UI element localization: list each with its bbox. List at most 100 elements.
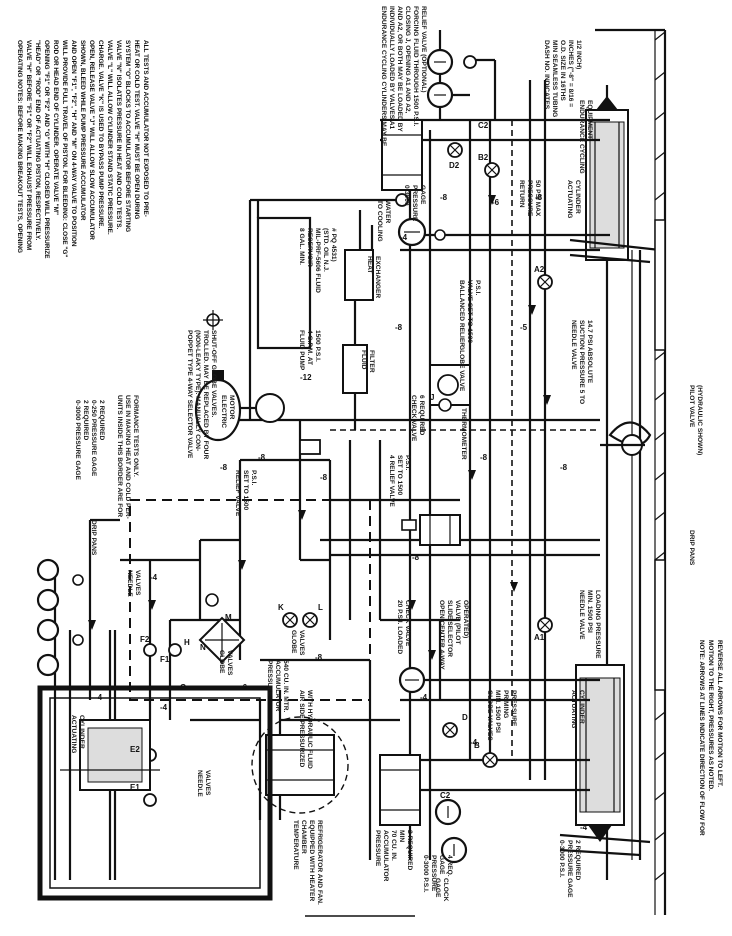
- dash-label-16: -12: [300, 373, 312, 382]
- operating-notes-line-15: ALL TESTS AND ACCUMULATOR NOT EXPOSED TO…: [142, 40, 149, 217]
- dash-label-20: -4: [580, 823, 588, 832]
- letter-b: B: [474, 741, 480, 750]
- svg-text:P.S.I.: P.S.I.: [250, 470, 257, 485]
- operating-notes-line-8: SHOWN, BLEED WHILE PUMP PRESSURE ACCUMUL…: [79, 40, 86, 221]
- svg-text:CYLINDER: CYLINDER: [578, 690, 585, 724]
- svg-text:14.7 PSI ABSOLUTE: 14.7 PSI ABSOLUTE: [586, 320, 593, 384]
- svg-text:VALVES: VALVES: [134, 570, 141, 596]
- fluid-filter-label: FLUID FILTER: [360, 350, 375, 373]
- pressure-accumulator-70-label: PRESSURE ACCUMULATOR 70 CU. IN. MIN 2 RE…: [374, 830, 413, 882]
- svg-text:SET TO 1500: SET TO 1500: [396, 455, 403, 496]
- svg-text:20 P.S.I. LOADED: 20 P.S.I. LOADED: [396, 600, 403, 654]
- needle-min-label: NEEDLE VALVE MIN. 1500 PSI LOADING PRESS…: [578, 590, 601, 659]
- note-bottom-line-1: NOTE: ARROWS AT LINES INDICATE DIRECTION…: [698, 640, 705, 836]
- svg-text:EQUIPPED WITH HEATER: EQUIPPED WITH HEATER: [308, 820, 315, 901]
- note-bottom: NOTE: ARROWS AT LINES INDICATE DIRECTION…: [698, 640, 723, 836]
- svg-text:0-250 PRESSURE GAGE: 0-250 PRESSURE GAGE: [90, 400, 97, 477]
- letter-f2: F2: [140, 635, 150, 644]
- pressure-accumulator-70: [379, 754, 421, 826]
- dash-size-labels: -8 -8 -6 -5 -8 -8 -8 -8 -8 -8 -8 -4 -4 -…: [95, 193, 588, 832]
- svg-text:TEMPERATURE: TEMPERATURE: [292, 820, 299, 870]
- globe-valves-kl-label: GLOBE VALVES: [290, 630, 305, 656]
- letter-e1: E1: [130, 783, 140, 792]
- dash-label-18: -4: [420, 693, 428, 702]
- svg-text:GLOBE: GLOBE: [290, 630, 297, 654]
- operating-notes-line-11: VALVE "L" WILL ALLOW CYLINDER STAND STAT…: [106, 40, 113, 235]
- dash-label-19: -4: [470, 738, 478, 747]
- gage-bottom-label: 0-3000 P.S.I. PRESSURE GAGE 4 REQ.: [422, 855, 453, 893]
- dash-no-line-5: 1/2 INCH): [575, 40, 582, 69]
- letter-c2-top: C2: [478, 121, 489, 130]
- letter-l: L: [318, 603, 323, 612]
- svg-text:P.S.I.: P.S.I.: [404, 455, 411, 470]
- valve-letters: C2 D2 B2 A2 A1 B C2 D E1 E2 F1 F2 G H J …: [130, 121, 545, 800]
- svg-text:GLOBE VALVES: GLOBE VALVES: [486, 690, 493, 741]
- svg-text:# PQ 4531): # PQ 4531): [330, 228, 337, 262]
- svg-text:SUCTION PRESSURE 5 TO: SUCTION PRESSURE 5 TO: [578, 320, 585, 404]
- svg-text:0-3000 P.S.I.: 0-3000 P.S.I.: [558, 840, 565, 878]
- svg-text:PRESSURE: PRESSURE: [430, 855, 437, 892]
- svg-text:FORMANCE TESTS ONLY.: FORMANCE TESTS ONLY.: [132, 395, 139, 477]
- motor-and-pump: [194, 370, 285, 442]
- svg-text:FLUID PUMP: FLUID PUMP: [298, 330, 305, 371]
- svg-text:P.S.I.: P.S.I.: [474, 280, 481, 295]
- note-bottom-line-3: REVERSE ALL ARROWS FOR MOTION TO LEFT.: [716, 640, 723, 787]
- check-valve-20psi-label: 20 P.S.I. LOADED CHECK VALVE: [396, 600, 411, 654]
- dash-label-12: -4: [150, 573, 158, 582]
- endurance-note-line-3: AND A2, OR BOTH MAY BE LOADED BY: [396, 6, 403, 132]
- svg-text:WATER: WATER: [384, 200, 391, 224]
- svg-text:USE IN MAKING HEAT AND COLD PE: USE IN MAKING HEAT AND COLD PER-: [124, 395, 131, 519]
- svg-text:PRESSURE: PRESSURE: [510, 690, 517, 727]
- svg-text:ACCUMULATOR: ACCUMULATOR: [382, 830, 389, 882]
- svg-text:0-3000 PRESSURE GAGE: 0-3000 PRESSURE GAGE: [74, 400, 81, 480]
- svg-text:4 G.P.M. AT: 4 G.P.M. AT: [306, 330, 313, 365]
- gage-pair-label: 0-3000 PRESSURE GAGE 2 REQUIRED 0-250 PR…: [74, 400, 105, 480]
- svg-text:CHECK VALVE: CHECK VALVE: [410, 395, 417, 442]
- gauge-mid-right: [397, 217, 446, 247]
- selector-cross-symbol: [203, 310, 223, 330]
- endurance-note-line-5: FORCING FLUID THROUGH 1500 P.S.I.: [412, 6, 419, 127]
- svg-text:OPERATED): OPERATED): [462, 600, 469, 638]
- operating-notes: OPERATING NOTES: BEFORE MAKING BREAKOUT …: [16, 40, 149, 259]
- svg-text:GAGE: GAGE: [419, 185, 426, 205]
- pilot-valve-label: PILOT VALVE (HYDRAULIC SHOWN): [688, 385, 703, 455]
- operating-notes-line-3: "HEAD" OR "ROD" END OF ACTUATING PISTON,…: [34, 40, 41, 241]
- operating-notes-line-7: AND OPEN "F1", "F2", "H" AND "M" ON 4-WA…: [70, 40, 77, 247]
- temperature-chamber-label: TEMPERATURE CHAMBER EQUIPPED WITH HEATER…: [292, 820, 323, 905]
- operating-notes-line-6: WILL PROVIDE FULL TRAVEL OF PISTON. FOR …: [61, 40, 68, 257]
- svg-text:RELIEF VALVE: RELIEF VALVE: [234, 470, 241, 517]
- svg-text:WITH HYDRAULIC FLUID: WITH HYDRAULIC FLUID: [306, 690, 313, 769]
- to-cooling-water-label: TO COOLING WATER: [376, 200, 391, 242]
- dash-label-17: -8: [220, 463, 228, 472]
- dash-label-13: -4: [95, 693, 103, 702]
- svg-text:SET TO 1500: SET TO 1500: [242, 470, 249, 511]
- svg-text:70 CU. IN.: 70 CU. IN.: [390, 830, 397, 861]
- relief-valve-1500-label: RELIEF VALVE SET TO 1500 P.S.I.: [234, 470, 257, 517]
- globe-valves-bottom-label: GLOBE VALVES MIN. 1500 PSI PRIMING PRESS…: [486, 690, 517, 741]
- svg-text:ELECTRIC: ELECTRIC: [220, 395, 227, 428]
- svg-text:NEEDLE VALVE: NEEDLE VALVE: [570, 320, 577, 370]
- operating-notes-line-9: OPEN, RELEASE VALVE "J" WILL ALLOW SLOW …: [88, 40, 95, 240]
- svg-text:POPPET TYPE 4-WAY SELECTOR VAL: POPPET TYPE 4-WAY SELECTOR VALVE: [186, 330, 193, 459]
- needle-valves-left-label: NEEDLE VALVES: [196, 770, 211, 797]
- svg-text:PRIMING: PRIMING: [502, 690, 509, 718]
- operating-notes-line-12: VALVE "N" ISOLATES PRESSURE IN HEAT AND …: [115, 40, 122, 229]
- relief-valve-1500-b-label: 4 RELIEF VALVE SET TO 1500 P.S.I.: [388, 455, 411, 507]
- endurance-equipment-label: ENDURANCE CYCLING EQUIPMENT: [578, 100, 593, 174]
- dash-no-line-4: INCHES ("-8" = 8/16 =: [567, 40, 574, 107]
- endurance-note-line-6: RELIEF VALVE (OPTIONAL): [420, 6, 427, 93]
- svg-text:MIL-PRF-5606 FLUID: MIL-PRF-5606 FLUID: [314, 228, 321, 293]
- globe-valves-label: GLOBE VALVES: [218, 650, 233, 676]
- svg-text:CYLINDER: CYLINDER: [574, 180, 581, 214]
- thermometer-label: THERMOMETER: [460, 408, 467, 460]
- drip-pans-right: [631, 219, 666, 860]
- dash-no-line-3: O.D. SIZE IN 16THS: [559, 40, 566, 101]
- check-valve-20psi: [401, 519, 417, 531]
- dash-label-2: -8: [535, 193, 543, 202]
- gage-right-bottom-label: 0-3000 P.S.I. PRESSURE GAGE 2 REQUIRED: [558, 840, 581, 898]
- return-pressure-label: RETURN PRESSURE 50 PSI MAX: [518, 180, 541, 217]
- dash-label-3: -6: [492, 198, 500, 207]
- svg-text:1500 P.S.I.: 1500 P.S.I.: [314, 330, 321, 362]
- svg-text:CHAMBER: CHAMBER: [300, 820, 307, 854]
